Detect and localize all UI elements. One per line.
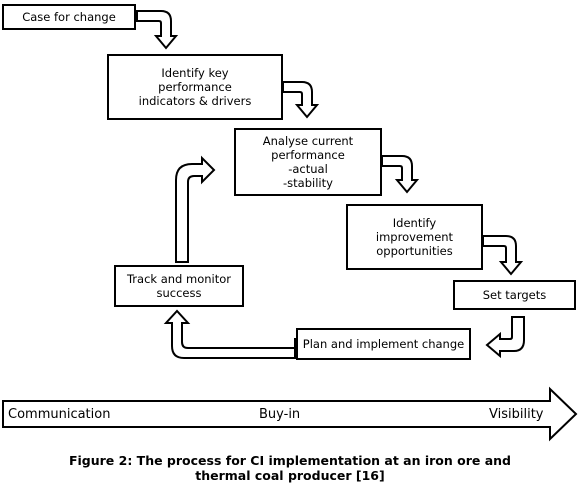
bent-arrow-7-icon (175, 155, 216, 263)
step-case-for-change: Case for change (2, 4, 136, 30)
step-identify-kpis: Identify key performance indicators & dr… (107, 54, 283, 120)
bent-arrow-6-icon (163, 309, 296, 359)
figure-caption-line-1: Figure 2: The process for CI implementat… (68, 453, 512, 468)
progression-buy-in-label: Buy-in (259, 407, 301, 422)
bent-arrow-1-icon (136, 10, 179, 50)
progression-arrow-icon (2, 386, 578, 442)
figure-caption-line-2: thermal coal producer [16] (195, 468, 385, 483)
bent-arrow-5-icon (485, 316, 525, 359)
step-set-targets: Set targets (453, 280, 576, 310)
step-track-and-monitor-success: Track and monitor success (114, 265, 244, 307)
step-analyse-current-performance: Analyse current performance -actual -sta… (234, 128, 382, 196)
progression-visibility-label: Visibility (489, 407, 544, 422)
step-identify-improvement-opportunities: Identify improvement opportunities (346, 204, 483, 270)
bent-arrow-2-icon (282, 81, 320, 119)
step-plan-and-implement-change: Plan and implement change (296, 328, 471, 360)
bent-arrow-4-icon (482, 235, 524, 276)
progression-communication-label: Communication (8, 407, 111, 422)
bent-arrow-3-icon (381, 155, 420, 194)
